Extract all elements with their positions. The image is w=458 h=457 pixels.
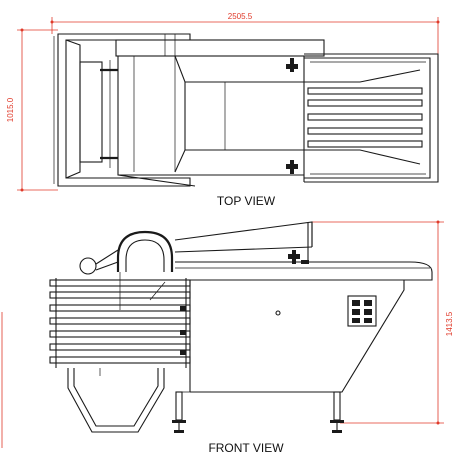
infeed-hopper-top [53,33,191,187]
width-dimension: 1015.0 [6,28,58,192]
conveyor-top [286,53,439,183]
top-view-label: TOP VIEW [217,194,276,208]
machine-body-front [176,279,405,393]
lifting-arch [79,230,174,275]
front-view: 1413.5 [1,220,454,455]
guard-cage [49,272,191,368]
height-dimension-label: 1413.5 [445,311,454,336]
support-legs [172,391,344,433]
chute-top [115,34,325,187]
length-dimension: 2505.5 [50,12,440,62]
height-dimension: 1413.5 [1,220,454,448]
discharge-hopper-front [67,368,165,433]
deck-front [174,221,433,281]
width-dimension-label: 1015.0 [6,97,15,122]
top-view: 2505.5 1015.0 [6,12,440,208]
front-view-label: FRONT VIEW [208,441,284,455]
length-dimension-label: 2505.5 [228,12,253,21]
